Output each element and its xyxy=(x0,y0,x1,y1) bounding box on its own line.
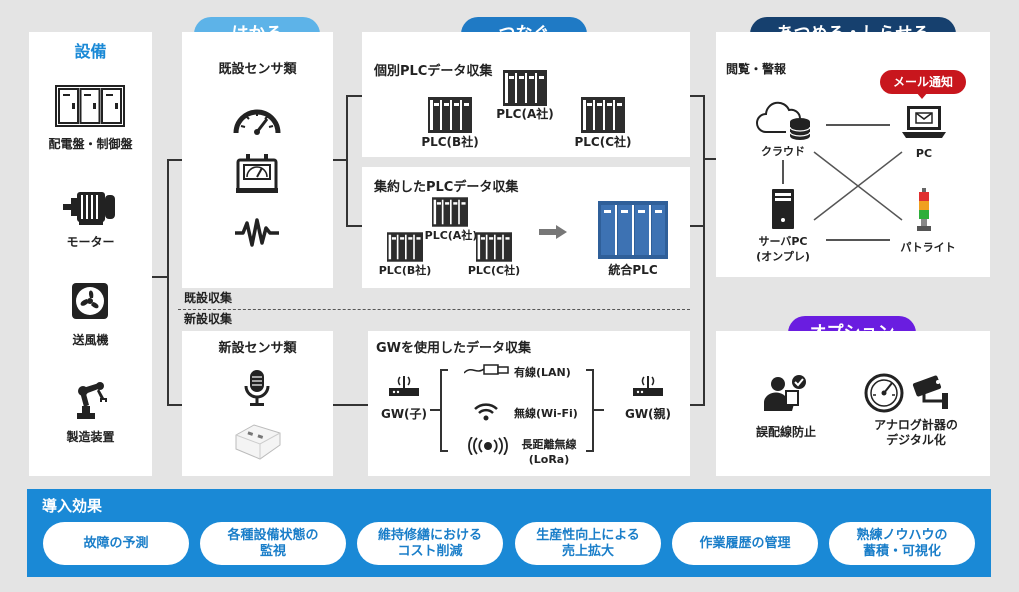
aggregated-plc-title: 集約したPLCデータ収集 xyxy=(374,180,519,195)
equipment-item-machine: 製造装置 xyxy=(66,430,115,444)
router-icon xyxy=(632,373,664,397)
server-tower-icon xyxy=(771,188,795,230)
cross-lines xyxy=(813,151,903,221)
existing-sensors-title: 既設センサ類 xyxy=(218,62,297,77)
plc-icon xyxy=(503,70,547,106)
plc-c-label: PLC(C社) xyxy=(574,135,632,149)
meter-icon xyxy=(236,152,278,194)
gw-child-label: GW(子) xyxy=(380,407,428,421)
plc-a-label: PLC(A社) xyxy=(496,107,554,121)
pc-label: PC xyxy=(915,147,933,160)
equipment-title: 設備 xyxy=(74,42,107,61)
wireless-sensor-icon xyxy=(232,423,282,461)
gauge-icon xyxy=(233,105,281,135)
gw-parent-label: GW(親) xyxy=(624,407,672,421)
equipment-panel: 設備 配電盤・制御盤 モーター 送 xyxy=(29,32,152,476)
microphone-icon xyxy=(243,369,271,407)
effect-item: 熟練ノウハウの 蓄積・可視化 xyxy=(829,522,975,565)
effect-item: 故障の予測 xyxy=(43,522,189,565)
individual-plc-title: 個別PLCデータ収集 xyxy=(374,64,493,79)
plc-icon xyxy=(476,232,512,262)
agg-plc-b-label: PLC(B社) xyxy=(378,264,432,277)
plc-icon xyxy=(387,232,423,262)
plc-icon xyxy=(432,197,468,227)
equipment-item-fan: 送風機 xyxy=(72,333,109,347)
option-item-wiring: 誤配線防止 xyxy=(755,425,816,439)
mail-notification-badge xyxy=(880,70,966,94)
motor-icon xyxy=(63,190,117,226)
integrated-plc-label: 統合PLC xyxy=(608,263,658,277)
wifi-icon xyxy=(473,401,499,421)
robot-arm-icon xyxy=(73,380,109,420)
link-lan-label: 有線(LAN) xyxy=(514,366,571,379)
waveform-icon xyxy=(235,218,279,248)
effect-item: 維持修繕における コスト削減 xyxy=(357,522,503,565)
gauge-camera-icon xyxy=(864,373,954,413)
gateway-title: GWを使用したデータ収集 xyxy=(376,341,532,356)
badge-pointer xyxy=(916,92,928,99)
effects-title: 導入効果 xyxy=(42,497,103,515)
monitoring-subtitle: 閲覧・警報 xyxy=(726,62,787,76)
laptop-mail-icon xyxy=(902,104,946,140)
plc-icon xyxy=(428,97,472,133)
monitoring-panel: 閲覧・警報 クラウド メール通知 PC xyxy=(716,32,990,277)
new-sensors-panel: 新設センサ類 xyxy=(182,331,333,476)
link-lora-label: 長距離無線 (LoRa) xyxy=(521,438,577,466)
option-item-analog: アナログ計器の デジタル化 xyxy=(874,418,958,447)
gateway-panel: GWを使用したデータ収集 GW(子) 有線(LAN) 無線(Wi- xyxy=(368,331,690,476)
switchboard-icon xyxy=(55,85,125,127)
aggregated-plc-panel: 集約したPLCデータ収集 PLC(A社) PLC(B社) PLC(C社) 統合P… xyxy=(362,167,690,288)
effect-item: 各種設備状態の 監視 xyxy=(200,522,346,565)
arrow-right-icon xyxy=(539,225,567,239)
collect-divider xyxy=(178,309,690,310)
signal-tower-icon xyxy=(916,188,932,232)
agg-plc-a-label: PLC(A社) xyxy=(424,229,478,242)
server-label: サーバPC (オンプレ) xyxy=(756,235,810,263)
patlite-label: パトライト xyxy=(900,241,956,254)
fan-icon xyxy=(71,282,109,320)
lora-signal-icon xyxy=(468,437,508,455)
effects-panel: 導入効果 故障の予測 各種設備状態の 監視 維持修繕における コスト削減 生産性… xyxy=(27,489,991,577)
equipment-item-motor: モーター xyxy=(66,235,115,249)
agg-plc-c-label: PLC(C社) xyxy=(467,264,521,277)
option-panel: 誤配線防止 アナログ計器の デジタル化 xyxy=(716,331,990,476)
plc-icon xyxy=(581,97,625,133)
router-icon xyxy=(388,373,420,397)
mail-badge-label: メール通知 xyxy=(892,75,953,89)
link-wifi-label: 無線(Wi-Fi) xyxy=(514,407,578,420)
equipment-item-switchboard: 配電盤・制御盤 xyxy=(48,137,133,151)
plc-b-label: PLC(B社) xyxy=(421,135,479,149)
lan-cable-icon xyxy=(464,363,510,377)
effect-item: 作業履歴の管理 xyxy=(672,522,818,565)
individual-plc-panel: 個別PLCデータ収集 PLC(A社) PLC(B社) PLC(C社) xyxy=(362,32,690,157)
effect-item: 生産性向上による 売上拡大 xyxy=(515,522,661,565)
new-collect-label: 新設収集 xyxy=(184,312,233,326)
existing-collect-label: 既設収集 xyxy=(184,291,233,305)
existing-sensors-panel: 既設センサ類 xyxy=(182,32,333,288)
cloud-label: クラウド xyxy=(761,145,805,158)
new-sensors-title: 新設センサ類 xyxy=(218,341,297,356)
integrated-plc-icon xyxy=(598,201,668,259)
worker-check-icon xyxy=(762,375,806,411)
cloud-server-icon xyxy=(756,100,812,140)
